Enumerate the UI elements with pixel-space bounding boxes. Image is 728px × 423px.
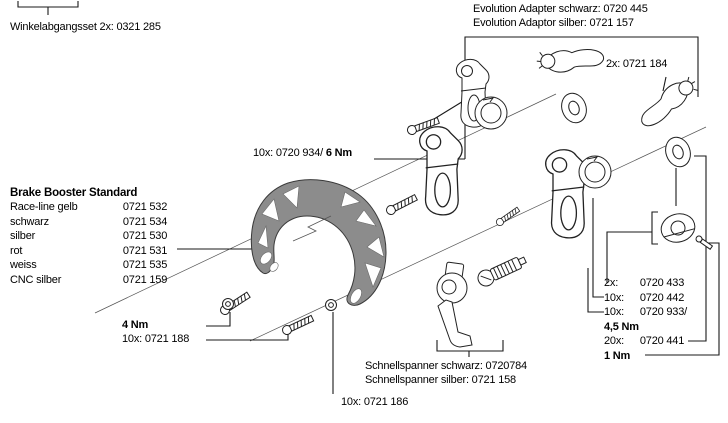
brake-booster-list: Brake Booster Standard Race-line gelb 07… (10, 186, 167, 287)
hardware-list: 2x: 0720 433 10x: 0720 442 10x: 0720 933… (604, 276, 687, 363)
band-clamp-screw-icon (695, 235, 714, 250)
cylinder-ring-part (474, 96, 508, 130)
evolution-adapter-silver-label: Evolution Adaptor silber: 0721 157 (473, 17, 634, 29)
booster-item: weiss 0721 535 (10, 259, 168, 271)
brake-lever-part-2 (632, 73, 704, 130)
angle-outlet-set-label: Winkelabgangsset 2x: 0321 285 (10, 21, 161, 33)
washer-part-2 (661, 133, 695, 171)
hardware-torque: 1 Nm (604, 349, 631, 362)
brake-booster-list-title: Brake Booster Standard (10, 187, 138, 199)
washer-part (557, 89, 591, 127)
lever-clamp-qty-label: 2x: 0721 184 (606, 58, 668, 70)
mount-bolt-number: 10x: 0720 934/ (253, 147, 323, 159)
hardware-torque: 4,5 Nm (604, 320, 639, 333)
booster-item: Race-line gelb 0721 532 (10, 201, 168, 213)
hardware-item: 20x: 0720 441 (604, 335, 685, 347)
mount-bolt-icon-2 (384, 192, 419, 217)
cylinder-ring-part-2 (578, 155, 612, 189)
booster-torque-label: 4 Nm (122, 319, 149, 331)
brake-booster-part (250, 179, 387, 306)
booster-item: silber 0721 530 (10, 230, 168, 242)
hardware-item: 2x: 0720 433 (604, 277, 685, 289)
hardware-item: 10x: 0720 442 (604, 291, 685, 304)
nut-icon (222, 298, 234, 310)
mount-bolt-torque: 6 Nm (325, 147, 352, 159)
small-bolt-icon (494, 205, 521, 228)
quick-release-part (436, 261, 473, 348)
booster-item: CNC silber 0721 159 (10, 273, 168, 286)
nut-icon-2 (325, 299, 337, 311)
band-clamp-part (660, 213, 696, 243)
booster-item: rot 0721 531 (10, 244, 168, 257)
booster-screw-icon-2 (280, 313, 315, 337)
clamp-part-lower-left (419, 126, 463, 216)
quick-release-silver-label: Schnellspanner silber: 0721 158 (365, 374, 516, 386)
booster-nuts-label: 10x: 0721 186 (341, 396, 409, 408)
evolution-adapter-black-label: Evolution Adapter schwarz: 0720 445 (473, 3, 648, 15)
brake-lever-part (535, 43, 605, 78)
mount-bolt-label: 10x: 0720 934/ 6 Nm (253, 147, 352, 160)
hardware-item: 10x: 0720 933/ (604, 306, 687, 318)
quick-release-black-label: Schnellspanner schwarz: 0720784 (365, 360, 527, 372)
booster-bolts-label: 10x: 0721 188 (122, 333, 190, 345)
booster-item: schwarz 0721 534 (10, 215, 168, 228)
adjuster-screw-part (477, 256, 527, 287)
